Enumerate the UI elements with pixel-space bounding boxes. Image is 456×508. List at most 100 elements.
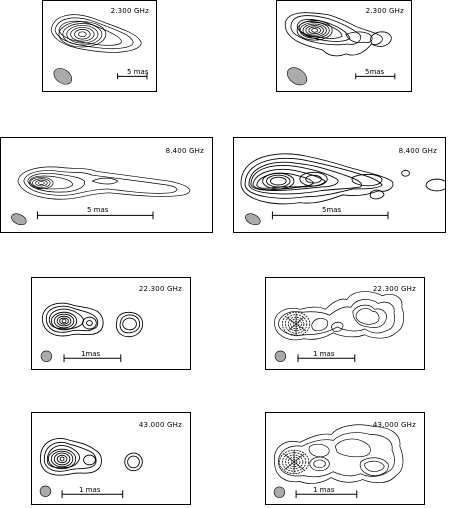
contour [62,23,103,46]
contour [47,448,77,470]
contour [56,454,68,464]
panel-43000-right: 43.000 GHz 1 mas [265,412,425,505]
contour-core [38,181,45,185]
beam-ellipse [273,486,286,498]
contour [58,21,107,48]
contour-outer [240,153,394,205]
contour-knot [122,317,137,331]
frequency-label: 2.300 GHz [365,7,404,15]
contour [296,20,333,41]
frequency-label: 43.000 GHz [372,421,416,429]
panel-22300-left: 22.300 GHz 1mas [31,277,191,370]
contour [27,173,86,193]
contour [244,157,383,199]
contour [252,168,326,191]
contour-jet [351,174,383,187]
contour [83,454,96,466]
contour [82,316,97,330]
panel-43000-left: 43.000 GHz 1 mas [31,412,191,505]
beam-ellipse [40,350,53,362]
contour-knot [127,455,140,469]
panel-8400-right: 8.400 GHz 5mas [233,137,446,233]
beam-ellipse [245,213,261,226]
contour [23,170,178,196]
frequency-label: 2.300 GHz [110,7,149,15]
contour [278,299,395,336]
contour-map-2300-right [284,12,396,86]
contour-knot [401,169,410,177]
contour [352,304,387,328]
beam-ellipse [274,350,287,362]
contour-outer [40,438,102,476]
contour [290,15,361,46]
panel-8400-left: 8.400 GHz 5 mas [0,137,213,233]
beam-ellipse [39,485,52,497]
contour [250,165,339,191]
beam-ellipse [286,67,308,86]
contour [309,456,330,472]
contour-jet [369,189,385,200]
contour-outer [42,302,104,337]
contour [334,438,371,458]
scale-label: 1mas [81,350,101,358]
contour [359,457,389,476]
beam-ellipse [53,68,73,85]
contour-jet [370,31,392,47]
contour [308,26,321,35]
contour-map-2300-left [50,14,148,85]
contour [32,178,51,188]
contour [53,313,75,329]
contour [278,432,395,478]
contour [302,23,327,38]
contour-knot [119,314,141,334]
contour [308,443,330,458]
contour [50,311,78,331]
contour-jet [91,177,119,185]
contour-jet [345,31,373,43]
contour [262,172,295,190]
contour-core [59,456,65,462]
contour [54,17,134,50]
contour [311,318,329,332]
contour [35,179,48,187]
contour [330,321,344,332]
contour-outer [274,291,405,341]
contour [43,441,97,472]
contour-core [61,318,67,324]
contour [305,25,324,36]
panel-22300-right: 22.300 GHz 1 mas [265,277,425,370]
contour-knot [115,311,144,338]
frequency-label: 22.300 GHz [372,285,416,293]
contour [50,450,74,468]
contour [45,305,99,333]
contour-core [281,311,311,337]
contour [313,459,326,469]
frequency-label: 8.400 GHz [165,147,204,155]
contour-map-43000-left [39,438,143,499]
contour-knot [425,178,445,192]
scale-label: 5mas [322,206,342,214]
contour [70,27,95,42]
contour [299,171,328,187]
contour [29,176,54,190]
contour [74,29,91,40]
contour [299,22,330,39]
scale-label: 5 mas [87,206,109,214]
contour-map-43000-right [273,424,404,499]
contour-map-22300-right [274,291,405,363]
frequency-label: 43.000 GHz [138,421,182,429]
frequency-label: 8.400 GHz [398,147,437,155]
contour [364,460,385,473]
contour [53,452,71,466]
contour [59,317,69,325]
contour [86,320,93,326]
contour-core [311,28,318,33]
contour-core [287,316,305,332]
contour-core [78,31,87,38]
scale-label: 5mas [365,68,385,76]
panel-2300-right: 2.300 GHz 5mas [276,0,412,92]
contour [66,25,99,44]
scale-label: 5 mas [127,68,149,76]
frequency-label: 22.300 GHz [138,285,182,293]
contour-map-8400-right [240,153,445,226]
